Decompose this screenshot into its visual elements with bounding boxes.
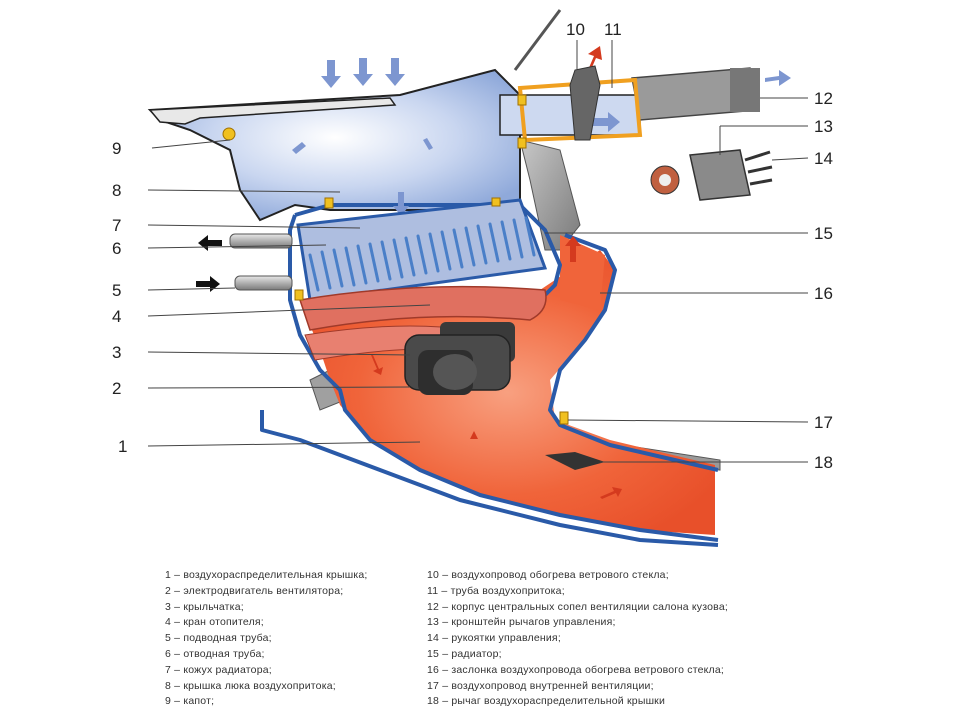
defroster-duct (513, 9, 601, 141)
legend-item: 9 – капот; (165, 695, 215, 708)
arrow-icon-blue (292, 58, 791, 216)
distribution-lever (545, 452, 605, 470)
arrow-icon-red (371, 46, 622, 499)
legend-item: 7 – кожух радиатора; (165, 663, 272, 676)
callout-15: 15 (814, 224, 833, 243)
legend-left-column: 1 – воздухораспределительная крышка; 2 –… (165, 568, 420, 710)
arrow-icon-black (196, 235, 222, 292)
callout-4: 4 (112, 307, 121, 326)
control-bracket (650, 149, 751, 201)
legend-item: 17 – воздухопровод внутренней вентиляции… (427, 679, 654, 692)
legend-item: 12 – корпус центральных сопел вентиляции… (427, 600, 728, 613)
callout-18: 18 (814, 453, 833, 472)
legend-item: 11 – труба воздухопритока; (427, 584, 565, 597)
callout-7: 7 (112, 216, 121, 235)
legend-item: 13 – кронштейн рычагов управления; (427, 616, 616, 629)
leader-lines (147, 40, 809, 463)
control-handles (744, 150, 773, 186)
callout-2: 2 (112, 379, 121, 398)
legend-item: 16 – заслонка воздухопровода обогрева ве… (427, 663, 725, 676)
legend-item: 15 – радиатор; (427, 647, 502, 660)
legend-item: 1 – воздухораспределительная крышка; (165, 569, 368, 581)
yellow-clips (222, 94, 569, 425)
legend-item: 2 – электродвигатель вентилятора; (165, 584, 344, 597)
legend-item: 3 – крыльчатка; (165, 600, 244, 613)
callout-13: 13 (814, 117, 833, 136)
legend-item: 8 – крышка люка воздухопритока; (165, 679, 336, 692)
legend-item: 18 – рычаг воздухораспределительной крыш… (427, 695, 666, 708)
heater-pipes (229, 233, 293, 291)
callout-1: 1 (118, 437, 127, 456)
callout-16: 16 (814, 284, 833, 303)
legend-item: 4 – кран отопителя; (165, 616, 264, 629)
callout-12: 12 (814, 89, 833, 108)
legend-item: 6 – отводная труба; (165, 647, 265, 660)
legend-item: 5 – подводная труба; (165, 632, 272, 645)
callout-5: 5 (112, 281, 121, 300)
legend-item: 14 – рукоятки управления; (427, 632, 561, 645)
legend-item: 10 – воздухопровод обогрева ветрового ст… (427, 569, 669, 581)
housing-outline (260, 203, 719, 547)
callout-10: 10 (566, 20, 585, 39)
callout-3: 3 (112, 343, 121, 362)
callout-17: 17 (814, 413, 833, 432)
callout-8: 8 (112, 181, 121, 200)
callout-11: 11 (604, 20, 622, 39)
callout-9: 9 (112, 139, 121, 158)
hood (148, 97, 397, 125)
vent-nozzle-housing (517, 67, 760, 143)
legend: 1 – воздухораспределительная крышка; 2 –… (165, 568, 805, 718)
heater-diagram: 1 2 3 4 5 6 7 8 9 10 11 12 13 14 15 16 1… (112, 9, 833, 547)
radiator (296, 198, 548, 302)
fan-motor (404, 322, 515, 395)
legend-right-column: 10 – воздухопровод обогрева ветрового ст… (427, 568, 817, 710)
callout-6: 6 (112, 239, 121, 258)
callout-14: 14 (814, 149, 833, 168)
